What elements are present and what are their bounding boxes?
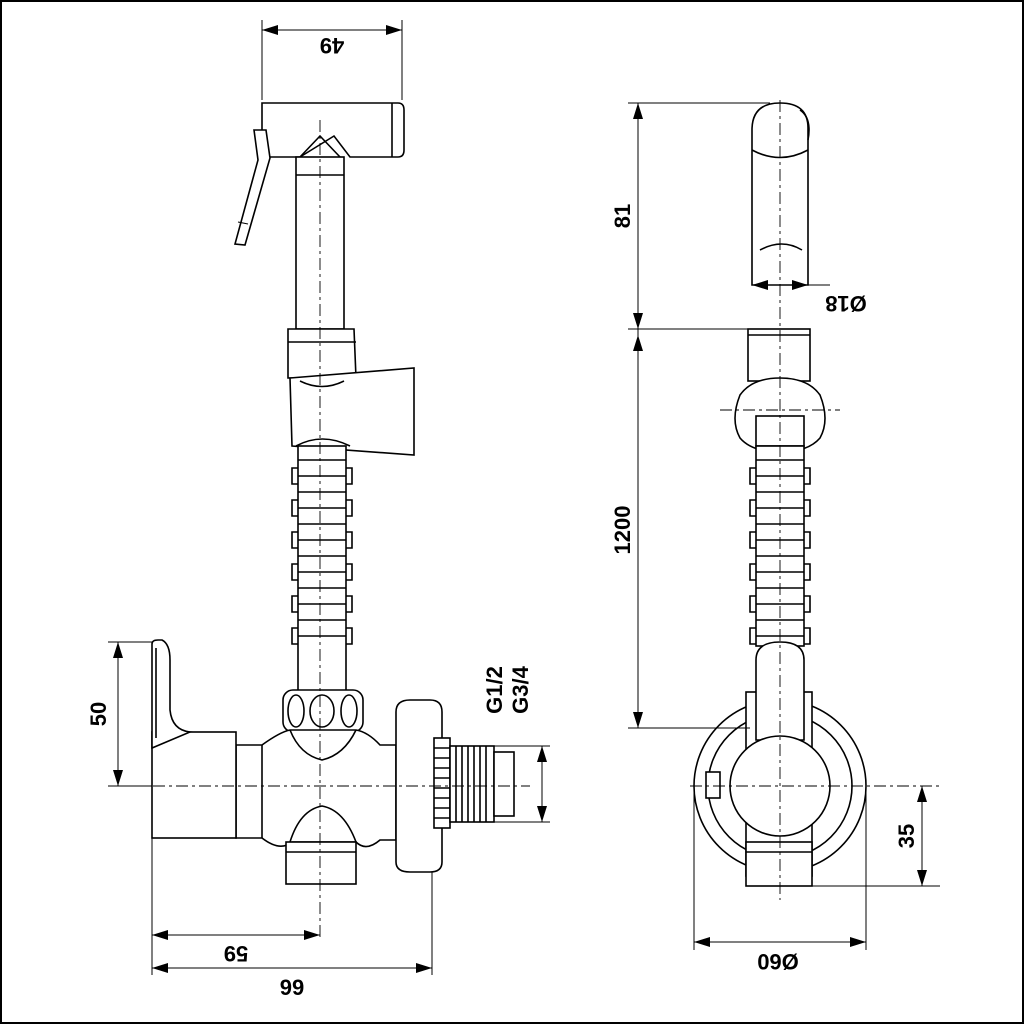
dimension-hose-diameter — [752, 280, 830, 290]
front-view: 49 50 G1/2 G3/4 59 — [86, 20, 550, 1000]
dim-label-base-height: 35 — [894, 824, 919, 848]
dim-label-thread-large: G3/4 — [508, 665, 533, 713]
dimension-base-diameter — [693, 786, 867, 950]
dim-label-thread-small: G1/2 — [482, 666, 507, 714]
dimension-hose-length — [628, 329, 750, 729]
wall-flange — [395, 699, 515, 873]
valve-handle — [151, 639, 237, 839]
dim-label-handle-height: 50 — [86, 702, 111, 726]
sprayer-head-side — [751, 102, 810, 286]
dim-label-hose-diameter: Ø18 — [825, 291, 867, 316]
dimension-outlet-offset — [151, 838, 320, 975]
dim-label-head-width: 49 — [320, 33, 344, 58]
dimension-head-length — [628, 102, 770, 330]
dimension-total-depth — [152, 872, 433, 975]
dim-label-total-depth: 99 — [280, 975, 304, 1000]
dimension-thread — [494, 745, 550, 823]
hose-nut — [282, 689, 364, 733]
dim-label-head-length: 81 — [610, 204, 635, 228]
hose — [291, 445, 353, 697]
dim-label-outlet-offset: 59 — [224, 941, 248, 966]
dim-label-base-diameter: Ø60 — [757, 949, 799, 974]
side-view: 81 Ø18 1200 35 — [610, 100, 940, 974]
bottom-outlet — [285, 841, 357, 885]
dimension-handle-height — [108, 641, 152, 787]
valve-body — [235, 729, 397, 848]
wall-holder — [287, 328, 415, 456]
dimension-base-height — [812, 786, 940, 887]
dim-label-hose-length: 1200 — [610, 506, 635, 555]
sprayer-head — [233, 102, 405, 330]
dimension-head-width — [261, 20, 403, 100]
